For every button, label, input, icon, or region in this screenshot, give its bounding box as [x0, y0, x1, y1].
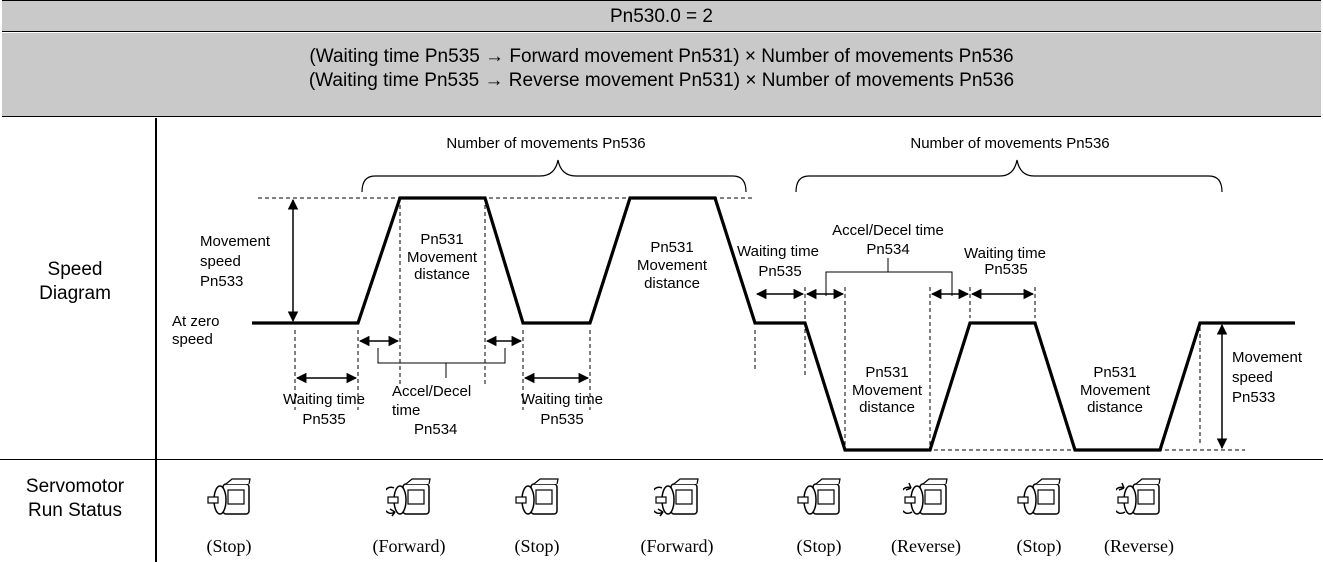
speed-label-line1: Speed — [47, 259, 103, 280]
servomotor-stop-icon — [515, 478, 559, 515]
speed-label-line2: Diagram — [39, 283, 111, 304]
accel-bracket-forward — [377, 348, 506, 378]
status-label: (Forward) — [372, 536, 446, 556]
label-at-zero-2: speed — [172, 331, 213, 348]
accel-label-2b: Pn534 — [866, 241, 909, 258]
header-parameter: Pn530.0 = 2 — [2, 0, 1321, 32]
wait-label-4a: Waiting time — [964, 245, 1046, 262]
status-label: (Stop) — [1016, 536, 1062, 556]
wait-label-3b: Pn535 — [758, 263, 801, 280]
servomotor-stop-icon — [1017, 478, 1061, 515]
run-status-label: Servomotor Run Status — [0, 475, 150, 523]
dist-label-1a: Pn531 — [420, 231, 463, 248]
wait-label-2b: Pn535 — [540, 411, 583, 428]
status-label: (Stop) — [206, 536, 252, 556]
dist-label-3c: distance — [859, 399, 915, 416]
dist-label-3a: Pn531 — [865, 364, 908, 381]
status-label: (Forward) — [640, 536, 714, 556]
dist-label-1c: distance — [414, 266, 470, 283]
label-movement-speed-r2: speed — [1232, 369, 1273, 386]
status-label: (Reverse) — [891, 536, 961, 556]
dist-label-4b: Movement — [1080, 382, 1151, 399]
accel-label-1c: Pn534 — [414, 421, 457, 438]
brace-reverse — [795, 159, 1223, 193]
run-label-line2: Run Status — [28, 500, 122, 521]
servomotor-reverse-icon — [903, 478, 948, 515]
accel-label-2a: Accel/Decel time — [832, 222, 944, 239]
wait-label-3a: Waiting time — [737, 243, 819, 260]
label-movement-speed-3: Pn533 — [200, 273, 243, 290]
servomotor-reverse-icon — [1116, 478, 1161, 515]
label-num-moves-reverse: Number of movements Pn536 — [910, 135, 1109, 152]
dashed-guides — [258, 197, 1245, 451]
status-label: (Stop) — [796, 536, 842, 556]
servomotor-forward-icon — [654, 478, 699, 517]
dist-label-4c: distance — [1087, 399, 1143, 416]
accel-bracket-reverse — [825, 258, 953, 296]
servomotor-stop-icon — [797, 478, 841, 515]
row-divider — [0, 459, 1323, 460]
sequence-forward-text: (Waiting time Pn535 → Forward movement P… — [309, 46, 1014, 67]
dist-label-4a: Pn531 — [1093, 364, 1136, 381]
speed-diagram: Number of movements Pn536 Number of move… — [172, 135, 1303, 452]
dist-label-3b: Movement — [852, 382, 923, 399]
status-label: (Stop) — [514, 536, 560, 556]
label-movement-speed-2: speed — [200, 253, 241, 270]
servomotor-stop-icon — [207, 478, 251, 515]
label-movement-speed-1: Movement — [200, 233, 271, 250]
column-divider — [155, 118, 157, 562]
label-at-zero-1: At zero — [172, 313, 220, 330]
wait-label-1b: Pn535 — [302, 411, 345, 428]
wait-label-1a: Waiting time — [283, 391, 365, 408]
accel-label-1a: Accel/Decel — [392, 383, 471, 400]
header-sequence: (Waiting time Pn535 → Forward movement P… — [2, 33, 1321, 117]
dist-label-2c: distance — [644, 275, 700, 292]
brace-forward — [361, 159, 747, 193]
run-label-line1: Servomotor — [25, 476, 125, 497]
accel-label-1b: time — [392, 402, 420, 419]
dist-label-2a: Pn531 — [650, 239, 693, 256]
dist-label-2b: Movement — [637, 257, 708, 274]
dist-label-1b: Movement — [407, 249, 478, 266]
servomotor-forward-icon — [386, 478, 431, 517]
sequence-reverse-text: (Waiting time Pn535 → Reverse movement P… — [308, 70, 1015, 91]
label-movement-speed-r1: Movement — [1232, 349, 1303, 366]
label-num-moves-forward: Number of movements Pn536 — [446, 135, 645, 152]
wait-label-2a: Waiting time — [521, 391, 603, 408]
wait-label-4b: Pn535 — [984, 261, 1027, 278]
speed-diagram-label: Speed Diagram — [0, 258, 150, 306]
label-movement-speed-r3: Pn533 — [1232, 389, 1275, 406]
status-label: (Reverse) — [1104, 536, 1174, 556]
